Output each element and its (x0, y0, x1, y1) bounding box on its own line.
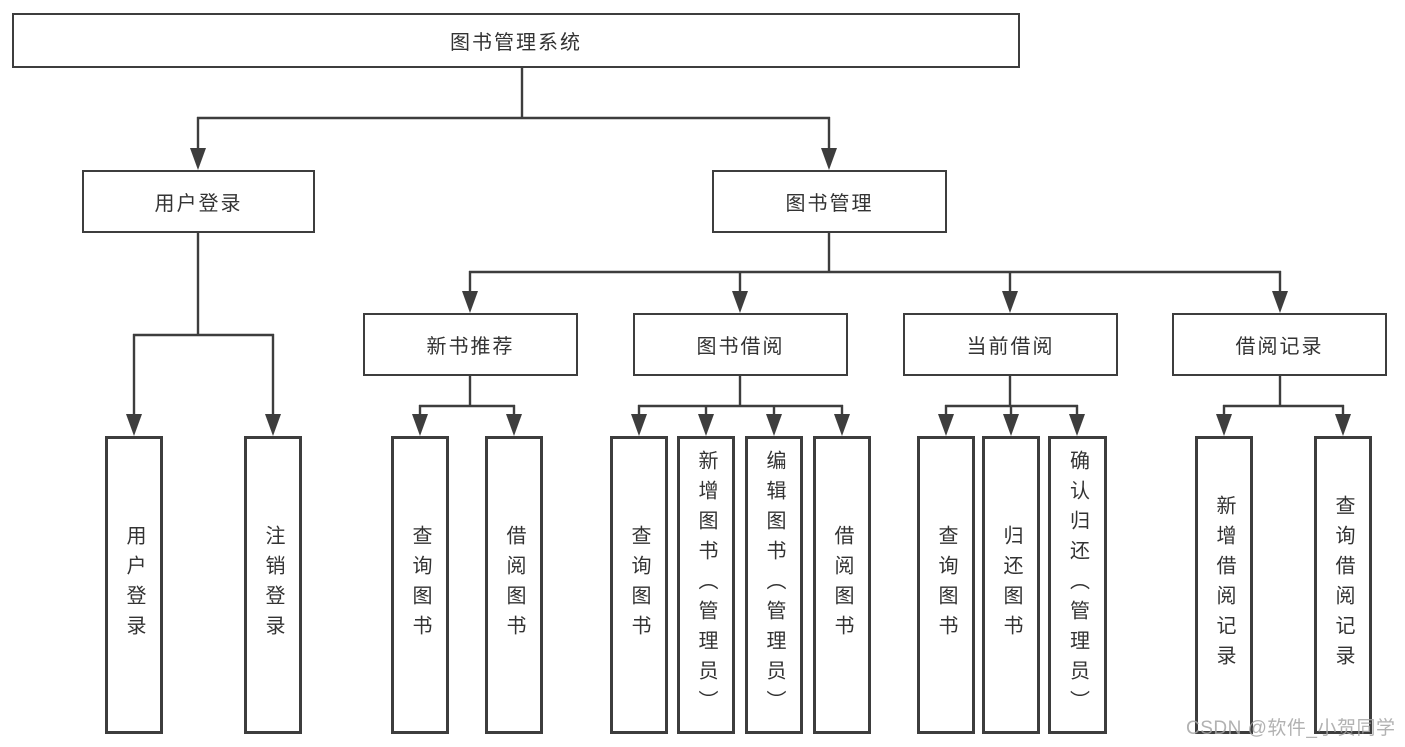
leaf-add-book-admin-label: 新增图书（管理员） (695, 450, 717, 720)
node-new-book-recommend-label: 新书推荐 (426, 336, 515, 358)
leaf-logout-label: 注销登录 (262, 525, 284, 645)
node-library-system: 图书管理系统 (12, 13, 1020, 68)
connector-user-login-children (126, 232, 281, 436)
connector-book-borrow-children (631, 375, 850, 436)
leaf-edit-book-admin: 编辑图书（管理员） (745, 436, 803, 734)
node-book-borrow: 图书借阅 (633, 313, 848, 376)
leaf-borrow-books-label: 借阅图书 (831, 525, 853, 645)
leaf-query-books-borrow: 查询图书 (610, 436, 668, 734)
leaf-query-borrow-record: 查询借阅记录 (1314, 436, 1372, 734)
node-user-login-label: 用户登录 (154, 193, 243, 215)
leaf-add-borrow-record-label: 新增借阅记录 (1213, 495, 1235, 675)
node-library-system-label: 图书管理系统 (450, 32, 582, 54)
node-book-management-label: 图书管理 (785, 193, 874, 215)
leaf-query-books-borrow-label: 查询图书 (628, 525, 650, 645)
connector-book-management-children (462, 232, 1288, 313)
leaf-return-book-label: 归还图书 (1000, 525, 1022, 645)
leaf-return-book: 归还图书 (982, 436, 1040, 734)
node-user-login: 用户登录 (82, 170, 315, 233)
leaf-query-books-recommend-label: 查询图书 (409, 525, 431, 645)
node-current-borrow: 当前借阅 (903, 313, 1118, 376)
leaf-query-borrow-record-label: 查询借阅记录 (1332, 495, 1354, 675)
connector-borrow-records-children (1216, 375, 1351, 436)
leaf-borrow-books-recommend-label: 借阅图书 (503, 525, 525, 645)
node-book-borrow-label: 图书借阅 (696, 336, 785, 358)
node-book-management: 图书管理 (712, 170, 947, 233)
leaf-query-books-recommend: 查询图书 (391, 436, 449, 734)
leaf-query-books-current-label: 查询图书 (935, 525, 957, 645)
node-current-borrow-label: 当前借阅 (966, 336, 1055, 358)
leaf-confirm-return-admin-label: 确认归还（管理员） (1066, 450, 1089, 720)
leaf-user-login: 用户登录 (105, 436, 163, 734)
leaf-add-borrow-record: 新增借阅记录 (1195, 436, 1253, 734)
leaf-borrow-books-recommend: 借阅图书 (485, 436, 543, 734)
node-borrow-records: 借阅记录 (1172, 313, 1387, 376)
connector-root-to-level2 (190, 66, 837, 170)
leaf-edit-book-admin-label: 编辑图书（管理员） (763, 450, 785, 720)
connector-new-book-children (412, 375, 522, 436)
leaf-confirm-return-admin: 确认归还（管理员） (1048, 436, 1107, 734)
node-new-book-recommend: 新书推荐 (363, 313, 578, 376)
leaf-logout: 注销登录 (244, 436, 302, 734)
leaf-user-login-label: 用户登录 (123, 525, 145, 645)
leaf-borrow-books: 借阅图书 (813, 436, 871, 734)
leaf-query-books-current: 查询图书 (917, 436, 975, 734)
connector-current-borrow-children (938, 375, 1085, 436)
watermark: CSDN @软件_小贺同学 (1186, 718, 1396, 739)
leaf-add-book-admin: 新增图书（管理员） (677, 436, 735, 734)
node-borrow-records-label: 借阅记录 (1235, 336, 1324, 358)
